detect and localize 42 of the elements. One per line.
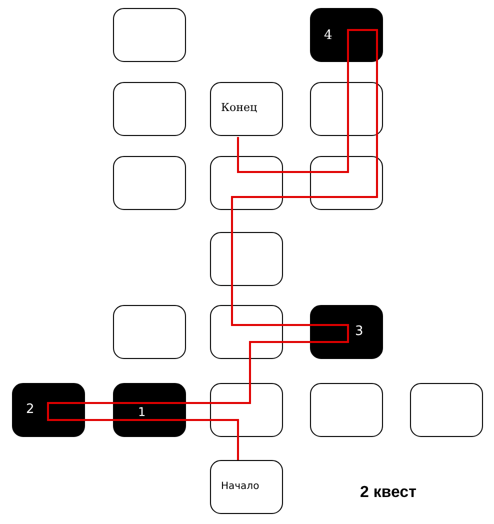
cell-box [113, 8, 186, 62]
cell-box [310, 82, 383, 136]
cell-box [310, 156, 383, 210]
route-segment [113, 402, 210, 404]
route-segment [47, 402, 113, 421]
cell-label: Начало [221, 482, 260, 492]
filled-cell-box [310, 8, 383, 62]
route-segment [231, 211, 233, 287]
filled-cell-box [113, 383, 186, 437]
route-segment [237, 137, 284, 173]
cell-box [210, 156, 283, 210]
route-segment [187, 419, 239, 438]
cell-label: 4 [324, 29, 332, 42]
cell-label: Конец [221, 102, 258, 113]
cell-box [210, 232, 283, 286]
route-segment [310, 137, 378, 198]
cell-box [410, 383, 483, 437]
route-segment [347, 29, 378, 82]
route-segment [249, 341, 310, 360]
cell-box [310, 383, 383, 437]
cell-box [210, 305, 283, 359]
cell-label: 1 [138, 406, 146, 418]
route-segment [376, 63, 378, 137]
cell-box [210, 460, 283, 514]
cell-box [113, 82, 186, 136]
route-segment [231, 287, 284, 326]
cell-box [210, 383, 283, 437]
cell-box [210, 82, 283, 136]
cell-label: 2 [26, 403, 34, 416]
route-segment [284, 156, 349, 173]
route-segment [237, 438, 239, 460]
route-segment [347, 82, 349, 156]
cell-label: 3 [355, 325, 364, 338]
filled-cell-box [310, 305, 383, 359]
quest-title: 2 квест [360, 484, 416, 502]
route-segment [231, 196, 310, 211]
route-segment [284, 324, 349, 343]
route-segment [210, 360, 251, 404]
filled-cell-box [12, 383, 85, 437]
route-segment [86, 419, 187, 421]
cell-box [113, 156, 186, 210]
cell-box [113, 305, 186, 359]
